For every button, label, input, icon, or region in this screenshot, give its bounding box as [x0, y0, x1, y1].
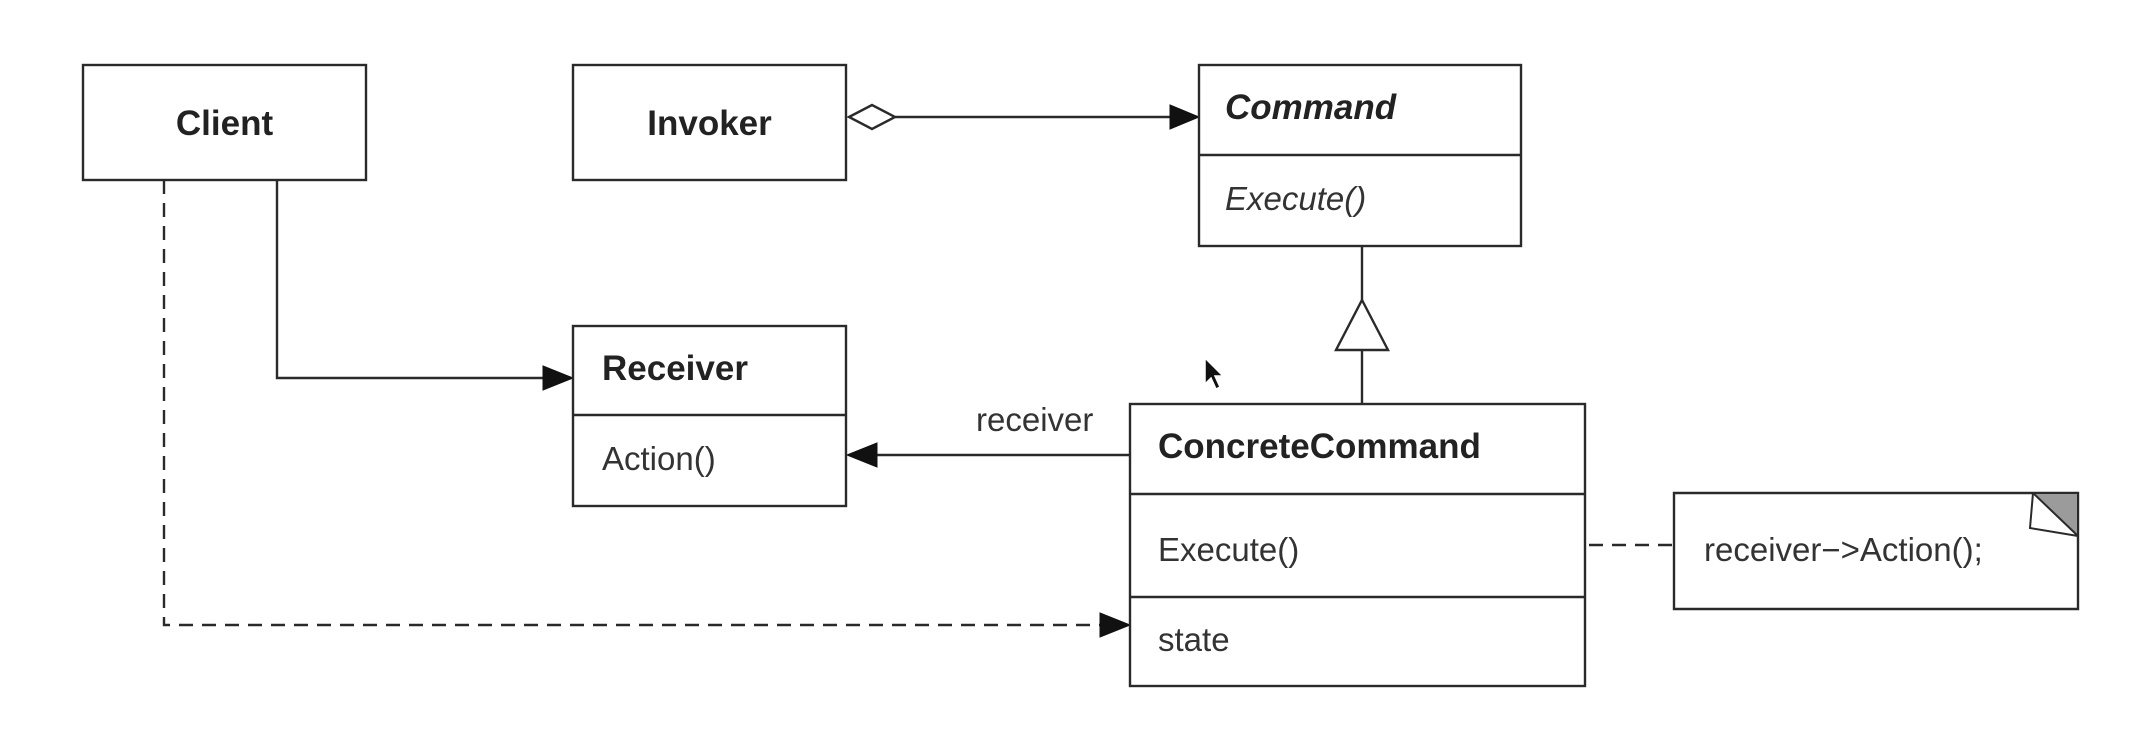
note-folded-corner — [2030, 492, 2079, 539]
concrete-command-class-name: ConcreteCommand — [1158, 427, 1481, 466]
receiver-role-label: receiver — [976, 401, 1093, 438]
receiver-action-operation: Action() — [602, 440, 716, 477]
command-class-name: Command — [1225, 88, 1397, 127]
receiver-class-name: Receiver — [602, 349, 748, 388]
navigation-arrowhead — [1099, 612, 1132, 638]
concrete-command-receiver-association — [845, 442, 1130, 468]
invoker-command-aggregation — [846, 103, 1201, 131]
client-concrete-command-dependency — [162, 180, 1132, 638]
invoker-class: Invoker — [571, 63, 848, 182]
navigation-arrowhead — [542, 365, 575, 391]
concrete-command-execute-operation: Execute() — [1158, 531, 1299, 568]
navigation-arrowhead — [1169, 104, 1201, 130]
receiver-class: Receiver Action() — [571, 324, 848, 508]
navigation-arrowhead — [845, 442, 878, 468]
client-class-name: Client — [176, 104, 274, 143]
client-class: Client — [81, 63, 368, 182]
implementation-note: receiver−>Action(); — [1672, 491, 2080, 611]
aggregation-diamond — [846, 103, 898, 131]
concrete-command-state-attribute: state — [1158, 621, 1230, 658]
note-text: receiver−>Action(); — [1704, 531, 1983, 568]
concrete-command-class: ConcreteCommand Execute() state — [1128, 402, 1587, 688]
generalization-triangle — [1334, 297, 1390, 352]
concrete-command-generalization — [1334, 246, 1390, 404]
command-class: Command Execute() — [1197, 63, 1523, 248]
invoker-class-name: Invoker — [647, 104, 772, 143]
mouse-cursor-icon — [1204, 356, 1225, 391]
client-receiver-association — [275, 180, 575, 391]
command-execute-operation: Execute() — [1225, 180, 1366, 217]
